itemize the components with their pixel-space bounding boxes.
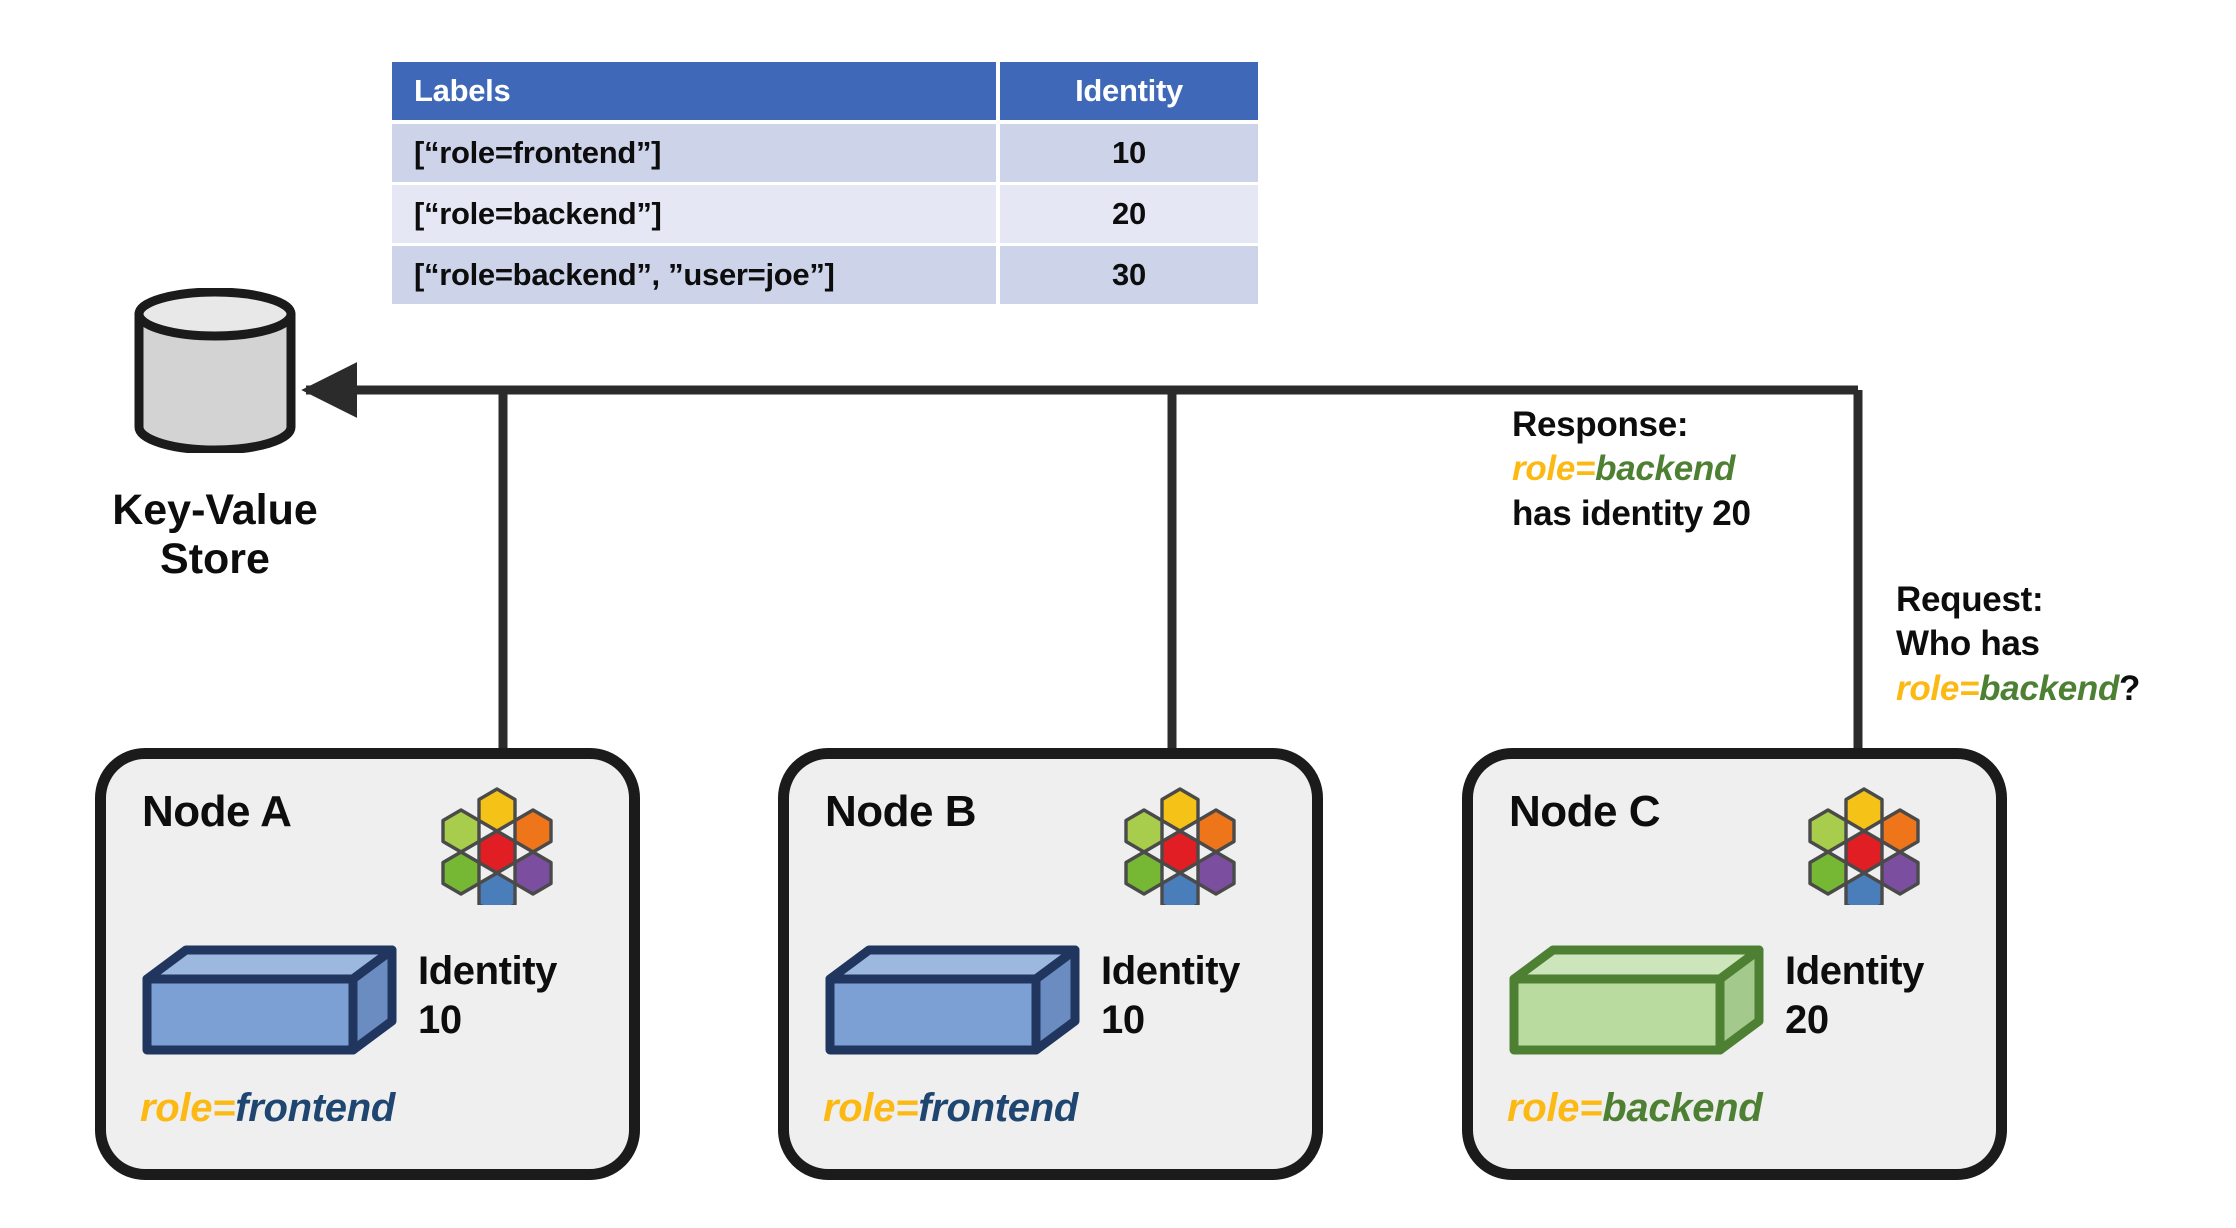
node-role-selector: role=frontend xyxy=(823,1086,1078,1131)
node-role-value: backend xyxy=(1602,1086,1763,1130)
request-selector: role=backend? xyxy=(1896,667,2140,711)
table-row: [“role=backend”] 20 xyxy=(392,182,1258,246)
database-cylinder-icon xyxy=(134,288,296,453)
response-title: Response: xyxy=(1512,405,1689,444)
cell-labels: [“role=backend”] xyxy=(392,182,998,246)
table-body: [“role=frontend”] 10 [“role=backend”] 20… xyxy=(392,122,1258,304)
node-role-key: role= xyxy=(140,1086,236,1130)
kubernetes-hex-cluster-icon xyxy=(441,787,553,905)
response-detail: has identity 20 xyxy=(1512,493,1751,533)
workload-box-3d xyxy=(825,945,1080,1055)
node-card-c[interactable]: Node C Identity 20 role=backend xyxy=(1462,748,2007,1180)
node-role-value: frontend xyxy=(235,1086,396,1130)
request-question-mark: ? xyxy=(2119,668,2141,708)
node-role-selector: role=frontend xyxy=(140,1086,395,1131)
identity-label: Identity 20 xyxy=(1785,949,1925,1042)
table-row: [“role=frontend”] 10 xyxy=(392,122,1258,184)
identity-label: Identity 10 xyxy=(1101,949,1241,1042)
node-title: Node A xyxy=(142,787,292,836)
node-role-key: role= xyxy=(823,1086,919,1130)
node-card-a[interactable]: Node A Identity 10 role=frontend xyxy=(95,748,640,1180)
request-annotation: Request: Who has role=backend? xyxy=(1896,578,2140,711)
identity-label: Identity 10 xyxy=(418,949,558,1042)
workload-box-3d xyxy=(142,945,397,1055)
cell-identity: 20 xyxy=(996,182,1258,246)
node-title: Node C xyxy=(1509,787,1661,836)
table-row: [“role=backend”, ”user=joe”] 30 xyxy=(392,244,1258,304)
workload-box-3d xyxy=(1509,945,1764,1055)
request-title: Request: xyxy=(1896,580,2044,619)
table-header: Labels Identity xyxy=(392,62,1258,124)
request-role-key: role= xyxy=(1896,668,1980,708)
kv-store-label: Key-Value Store xyxy=(112,486,318,584)
request-question: Who has xyxy=(1896,624,2040,664)
response-role-value: backend xyxy=(1595,449,1736,489)
response-annotation: Response: role=backend has identity 20 xyxy=(1512,403,1751,536)
column-header-labels: Labels xyxy=(392,62,998,124)
cell-identity: 10 xyxy=(996,122,1258,184)
response-role-key: role= xyxy=(1512,449,1596,489)
column-header-identity: Identity xyxy=(996,62,1258,124)
table-header-row: Labels Identity xyxy=(392,62,1258,124)
identity-lookup-table: Labels Identity [“role=frontend”] 10 [“r… xyxy=(392,62,1258,304)
cell-labels: [“role=frontend”] xyxy=(392,122,998,184)
response-selector: role=backend xyxy=(1512,447,1751,491)
node-card-b[interactable]: Node B Identity 10 role=frontend xyxy=(778,748,1323,1180)
node-role-value: frontend xyxy=(918,1086,1079,1130)
cell-labels: [“role=backend”, ”user=joe”] xyxy=(392,244,998,304)
node-role-selector: role=backend xyxy=(1507,1086,1763,1131)
node-title: Node B xyxy=(825,787,977,836)
cell-identity: 30 xyxy=(996,244,1258,304)
kubernetes-hex-cluster-icon xyxy=(1808,787,1920,905)
node-role-key: role= xyxy=(1507,1086,1603,1130)
kubernetes-hex-cluster-icon xyxy=(1124,787,1236,905)
request-role-value: backend xyxy=(1979,668,2120,708)
